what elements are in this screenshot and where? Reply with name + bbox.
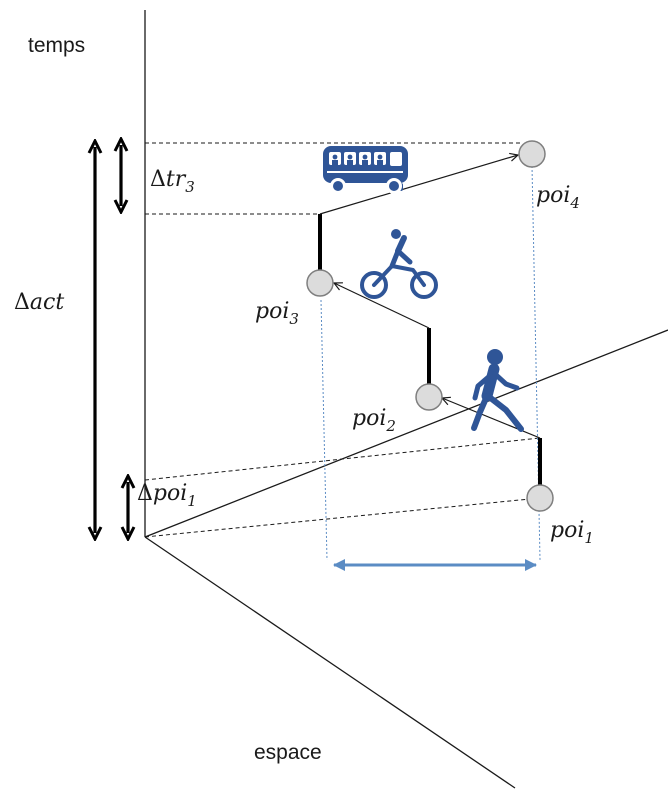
projection-poi3 [320, 299, 328, 561]
delta-poi1-label: Δpoi1 [137, 481, 197, 510]
poi3-label: poi3 [255, 299, 299, 328]
delta-act-delta: Δ [14, 290, 30, 315]
poi2-node [415, 383, 443, 411]
bike-trip [334, 283, 430, 329]
axes [144, 10, 668, 789]
bicycle-icon [360, 229, 438, 299]
space-axis-label: espace [254, 741, 322, 764]
delta-poi1-delta: Δ [137, 481, 153, 506]
delta-act-name: act [30, 290, 64, 315]
delta-tr3-sub: 3 [185, 178, 195, 196]
poi2-name: poi [352, 406, 386, 431]
poi1-sub: 1 [584, 529, 594, 547]
bus-icon [323, 146, 408, 194]
delta-tr3-name: tr [166, 167, 187, 192]
delta-act-label: Δact [14, 290, 64, 315]
bus-trip [319, 155, 518, 215]
poi2-sub: 2 [385, 417, 396, 435]
poi1-label: poi1 [550, 518, 594, 547]
poi3-sub: 3 [289, 310, 299, 328]
delta-poi1-sub: 1 [187, 492, 197, 510]
pedestrian-icon [471, 349, 524, 432]
trajectory [318, 155, 542, 498]
poi3-node [306, 269, 334, 297]
delta-tr3-label: Δtr3 [150, 167, 195, 196]
poi4-name: poi [536, 183, 570, 208]
walk-trip [442, 398, 541, 439]
poi1-name: poi [550, 518, 584, 543]
x-axis-diagonal [144, 329, 668, 538]
poi3-name: poi [255, 299, 289, 324]
poi4-label: poi4 [536, 183, 580, 212]
delta-tr3-delta: Δ [150, 167, 166, 192]
poi4-node [518, 140, 546, 168]
delta-poi1-name: poi [153, 481, 187, 506]
dashed-ref-poi1 [144, 497, 541, 538]
dashed-references [144, 142, 541, 538]
poi1-node [526, 484, 554, 512]
time-axis-label: temps [28, 34, 85, 57]
y-axis-diagonal [144, 536, 516, 789]
poi2-label: poi2 [352, 406, 396, 435]
poi-nodes [306, 140, 554, 512]
poi4-sub: 4 [569, 194, 580, 212]
dashed-ref-poi1-end [144, 437, 541, 481]
